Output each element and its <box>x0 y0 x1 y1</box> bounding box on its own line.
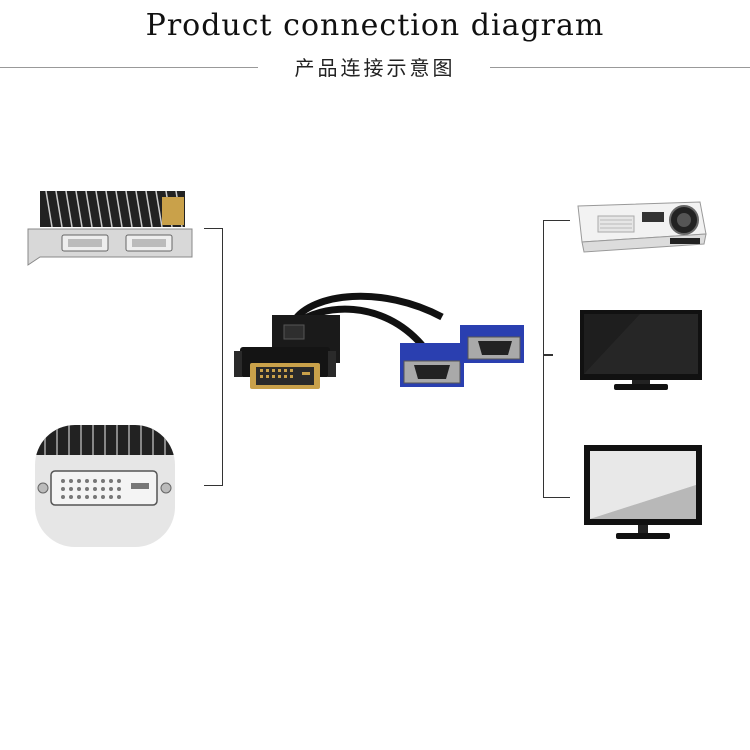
dvi-to-dual-vga-splitter-cable-icon <box>234 292 524 389</box>
page-title: Product connection diagram <box>145 8 605 43</box>
divider-right <box>490 67 750 68</box>
source-bracket <box>204 228 223 486</box>
dvi-port-closeup-icon <box>35 425 175 547</box>
output-bracket <box>543 220 570 498</box>
projector-icon <box>577 201 707 253</box>
page-subtitle: 产品连接示意图 <box>294 56 456 80</box>
tv-icon <box>580 310 702 390</box>
divider-left <box>0 67 258 68</box>
monitor-icon <box>584 445 702 539</box>
output-bracket-tick <box>543 354 553 356</box>
graphics-card-icon <box>27 190 193 266</box>
